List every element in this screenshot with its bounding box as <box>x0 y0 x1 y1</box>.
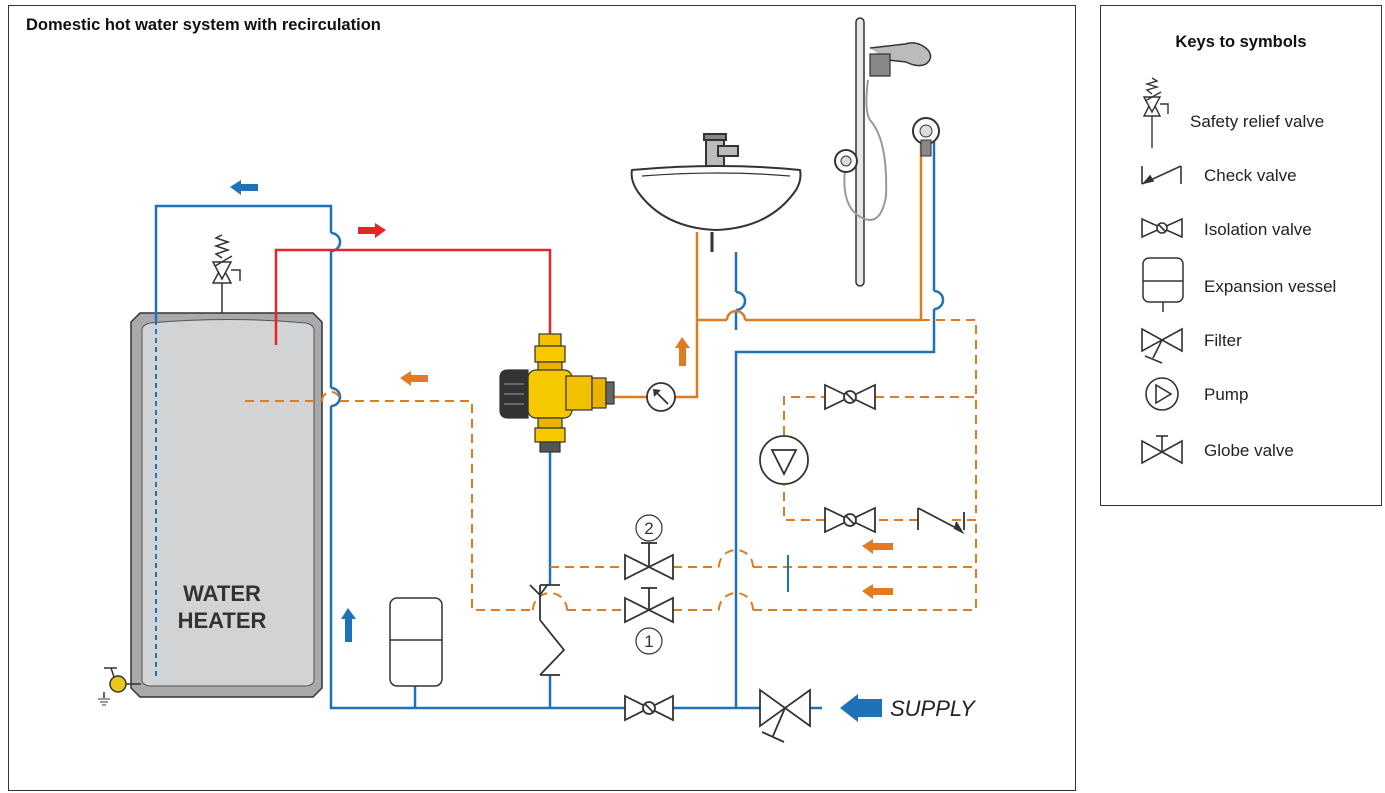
heater-label-line2: HEATER <box>178 608 267 633</box>
legend-panel: Keys to symbols <box>1100 5 1382 506</box>
drain-valve-icon <box>98 667 141 706</box>
arrow-cold-up-icon <box>341 608 356 642</box>
isolation-valve-recirc-lower <box>824 506 876 534</box>
check-valve-icon <box>529 583 566 676</box>
thermostatic-mixing-valve <box>499 333 615 453</box>
globe-valve-2: 2 <box>624 514 674 581</box>
valve-number-1: 1 <box>644 632 653 651</box>
globe-valve-1: 1 <box>624 587 674 655</box>
legend-title: Keys to symbols <box>1175 33 1307 51</box>
flow-arrows <box>230 180 893 722</box>
arrow-recirc-upper-icon <box>862 539 893 554</box>
safety-relief-valve-icon <box>211 234 241 313</box>
supply-label: SUPPLY <box>890 696 976 721</box>
heater-label-line1: WATER <box>183 581 261 606</box>
water-heater: WATER HEATER <box>130 312 323 698</box>
isolation-valve-supply <box>624 694 674 722</box>
diagram-frame <box>8 5 1076 791</box>
shower <box>834 17 940 287</box>
recirculation-pipes <box>245 319 977 611</box>
expansion-vessel-icon <box>389 597 443 687</box>
hot-water-pipe <box>274 248 552 345</box>
arrow-hot-flow-icon <box>358 223 386 238</box>
pressure-gauge-icon <box>646 382 676 412</box>
arrow-cold-return-icon <box>230 180 258 195</box>
pump-icon <box>759 435 809 485</box>
diagram-title: Domestic hot water system with recircula… <box>26 16 381 34</box>
faucet-icon <box>703 133 739 167</box>
arrow-supply-icon <box>840 694 882 722</box>
filter-icon <box>759 688 811 743</box>
check-valve-recirc <box>917 507 965 535</box>
valve-number-2: 2 <box>644 519 653 538</box>
isolation-valve-recirc-upper <box>824 383 876 411</box>
arrow-mixed-up-icon <box>675 337 690 366</box>
arrow-recirc-lower-icon <box>862 584 893 599</box>
washbasin <box>630 133 802 232</box>
arrow-recirc-heater-icon <box>400 371 428 386</box>
